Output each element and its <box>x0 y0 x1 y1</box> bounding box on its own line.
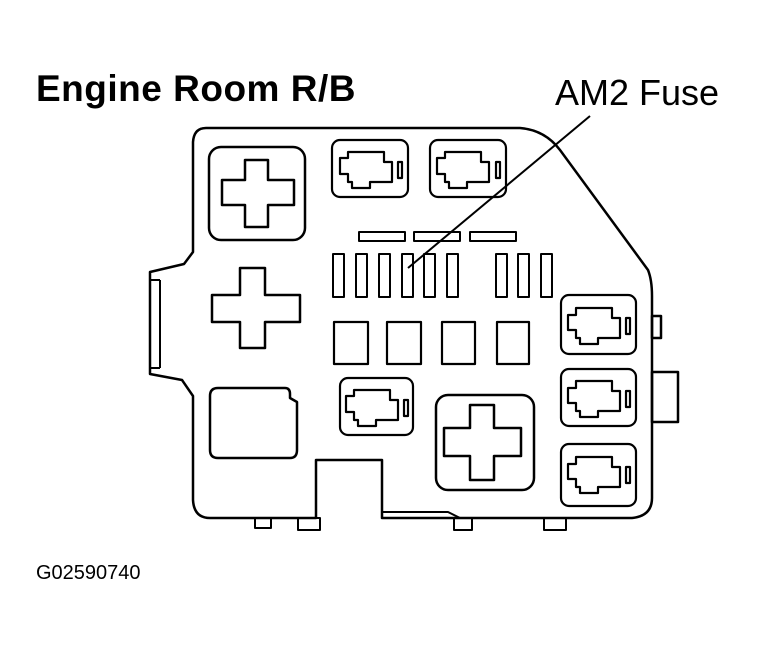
right-side-tab-large <box>650 370 680 424</box>
diagram-title: Engine Room R/B <box>36 68 356 109</box>
small-relay-center-left <box>338 376 415 437</box>
small-relay-right-3 <box>559 442 638 508</box>
figure-id: G02590740 <box>36 562 141 584</box>
large-relay-top-left <box>207 145 307 242</box>
am2-fuse-callout-label: AM2 Fuse <box>555 72 720 113</box>
small-relay-right-2 <box>559 367 638 428</box>
am2-fuse <box>401 253 414 298</box>
bottom-feet <box>254 511 567 531</box>
right-side-tab-small <box>650 314 663 340</box>
left-mounting-tab <box>150 279 161 369</box>
am2-fuse-leader-line <box>407 115 591 269</box>
square-fuse-sockets <box>332 320 531 366</box>
relay-middle-left <box>210 266 302 350</box>
small-relay-right-1 <box>559 293 638 356</box>
horizontal-fuse-slots <box>358 231 517 242</box>
connector-block-bottom-left <box>208 386 299 460</box>
mini-fuses <box>332 253 553 298</box>
small-relay-top-1 <box>330 138 410 199</box>
small-relay-top-2 <box>428 138 508 199</box>
large-relay-bottom-center <box>434 393 536 492</box>
relay-block-housing <box>148 126 654 520</box>
